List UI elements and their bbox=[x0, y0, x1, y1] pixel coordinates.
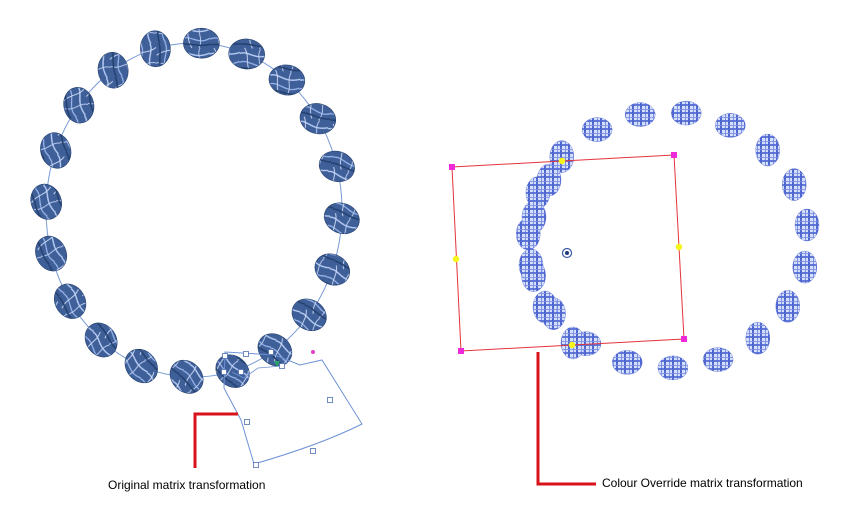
ring-bead bbox=[124, 348, 158, 384]
ring-bead bbox=[30, 183, 62, 220]
mid-handle-icon bbox=[675, 243, 683, 251]
ring-bead bbox=[84, 322, 118, 358]
mid-handle-icon bbox=[452, 255, 460, 263]
callout-colour-override bbox=[536, 352, 596, 486]
deform-handle-icon bbox=[253, 462, 259, 468]
ring-bead bbox=[549, 140, 574, 173]
ring-bead bbox=[625, 102, 656, 127]
ring-bead bbox=[536, 163, 562, 197]
ring-bead bbox=[257, 333, 293, 367]
override-ring bbox=[516, 100, 820, 381]
ring-bead bbox=[581, 117, 613, 142]
deform-handle-icon bbox=[274, 361, 280, 367]
ring-bead bbox=[183, 27, 220, 59]
ring-bead bbox=[775, 290, 800, 323]
deform-handle-icon bbox=[311, 350, 315, 354]
pivot-icon bbox=[565, 251, 569, 255]
ring-bead bbox=[657, 355, 689, 381]
caption-original-matrix: Original matrix transformation bbox=[108, 478, 266, 492]
corner-handle-icon bbox=[449, 164, 455, 170]
override-transform-box[interactable] bbox=[449, 152, 687, 354]
ring-bead bbox=[140, 30, 171, 68]
deform-handle-icon bbox=[238, 369, 244, 375]
ring-bead bbox=[63, 87, 95, 124]
original-ring bbox=[30, 27, 360, 394]
corner-handle-icon bbox=[458, 348, 464, 354]
ring-bead bbox=[612, 350, 643, 375]
ring-bead bbox=[745, 322, 770, 355]
deform-handle-icon bbox=[244, 419, 250, 425]
callout-lines bbox=[193, 352, 596, 486]
caption-colour-override-matrix: Colour Override matrix transformation bbox=[602, 476, 803, 490]
deform-handle-icon bbox=[310, 448, 316, 454]
mid-handle-icon bbox=[568, 341, 576, 349]
callout-original bbox=[193, 412, 238, 468]
ring-bead bbox=[40, 132, 72, 169]
ring-bead bbox=[318, 150, 355, 183]
deform-handle-icon bbox=[221, 369, 227, 375]
ring-bead bbox=[268, 64, 306, 96]
ring-bead bbox=[323, 202, 360, 235]
ring-bead bbox=[35, 235, 68, 272]
ring-bead bbox=[291, 298, 327, 332]
deform-handle-icon bbox=[268, 349, 274, 355]
deform-handle-icon bbox=[222, 353, 228, 359]
ring-bead bbox=[702, 347, 734, 372]
deformation-inner-line bbox=[231, 365, 283, 379]
ring-bead bbox=[532, 290, 558, 324]
ring-bead bbox=[299, 103, 337, 135]
ring-bead bbox=[671, 100, 702, 126]
ring-bead bbox=[518, 248, 544, 282]
deform-handle-icon bbox=[327, 397, 333, 403]
ring-bead bbox=[215, 354, 250, 388]
original-deformation-cage[interactable] bbox=[221, 349, 363, 468]
ring-bead bbox=[169, 359, 204, 394]
ring-bead bbox=[314, 253, 350, 286]
ring-bead bbox=[755, 133, 780, 167]
mid-handle-icon bbox=[558, 157, 566, 165]
deform-handle-icon bbox=[243, 351, 249, 357]
deform-handle-icon bbox=[279, 363, 285, 369]
ring-bead bbox=[521, 200, 547, 234]
ring-bead bbox=[715, 113, 746, 138]
ring-bead bbox=[53, 283, 87, 319]
corner-handle-icon bbox=[681, 336, 687, 342]
ring-bead bbox=[228, 38, 265, 70]
ring-bead bbox=[782, 168, 807, 201]
ring-bead bbox=[792, 250, 817, 284]
ring-bead bbox=[794, 208, 820, 242]
ring-bead bbox=[97, 51, 129, 89]
corner-handle-icon bbox=[671, 152, 677, 158]
